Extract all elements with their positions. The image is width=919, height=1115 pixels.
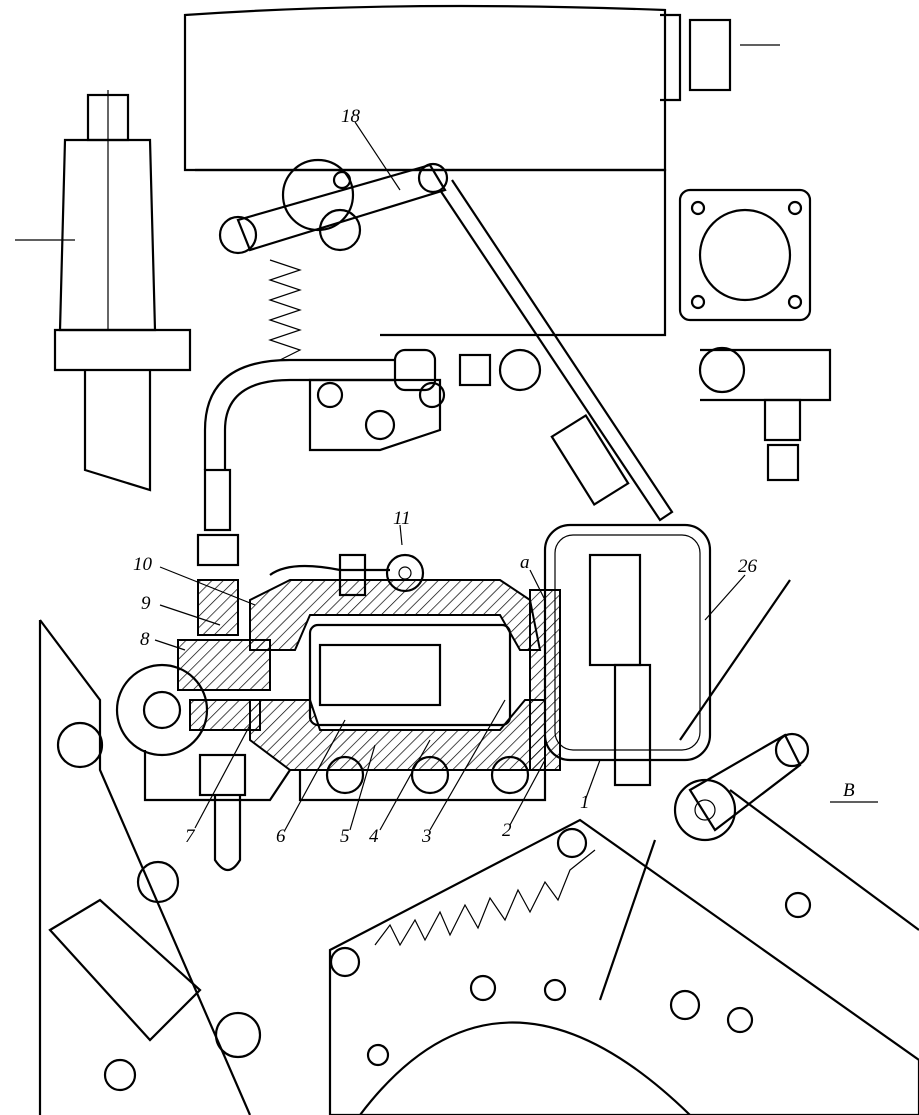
linkage-lever (598, 579, 810, 1001)
main-cylinder-section (115, 579, 561, 872)
callout-10: 10 (133, 554, 153, 575)
lower-frame (38, 619, 919, 1115)
callout-18: 18 (341, 106, 361, 127)
bracket (308, 378, 442, 452)
callout-6: 6 (276, 826, 286, 847)
callout-1: 1 (580, 792, 590, 813)
callout-8: 8 (140, 629, 150, 650)
lever-18 (218, 158, 674, 522)
callout-5: 5 (340, 826, 350, 847)
callout-7: 7 (185, 826, 196, 847)
callout-11: 11 (393, 508, 411, 529)
callout-3: 3 (421, 826, 432, 847)
solenoid-box (543, 523, 712, 787)
leader-lines (154, 121, 878, 831)
right-flange (678, 188, 832, 482)
left-cylinder (15, 90, 192, 492)
callout-9: 9 (141, 593, 151, 614)
pipe (196, 348, 542, 567)
callout-a: a (520, 552, 530, 573)
view-direction-b: B (843, 780, 855, 801)
upper-housing (183, 4, 780, 337)
callout-2: 2 (502, 820, 512, 841)
callout-4: 4 (369, 826, 379, 847)
callout-26: 26 (738, 556, 758, 577)
